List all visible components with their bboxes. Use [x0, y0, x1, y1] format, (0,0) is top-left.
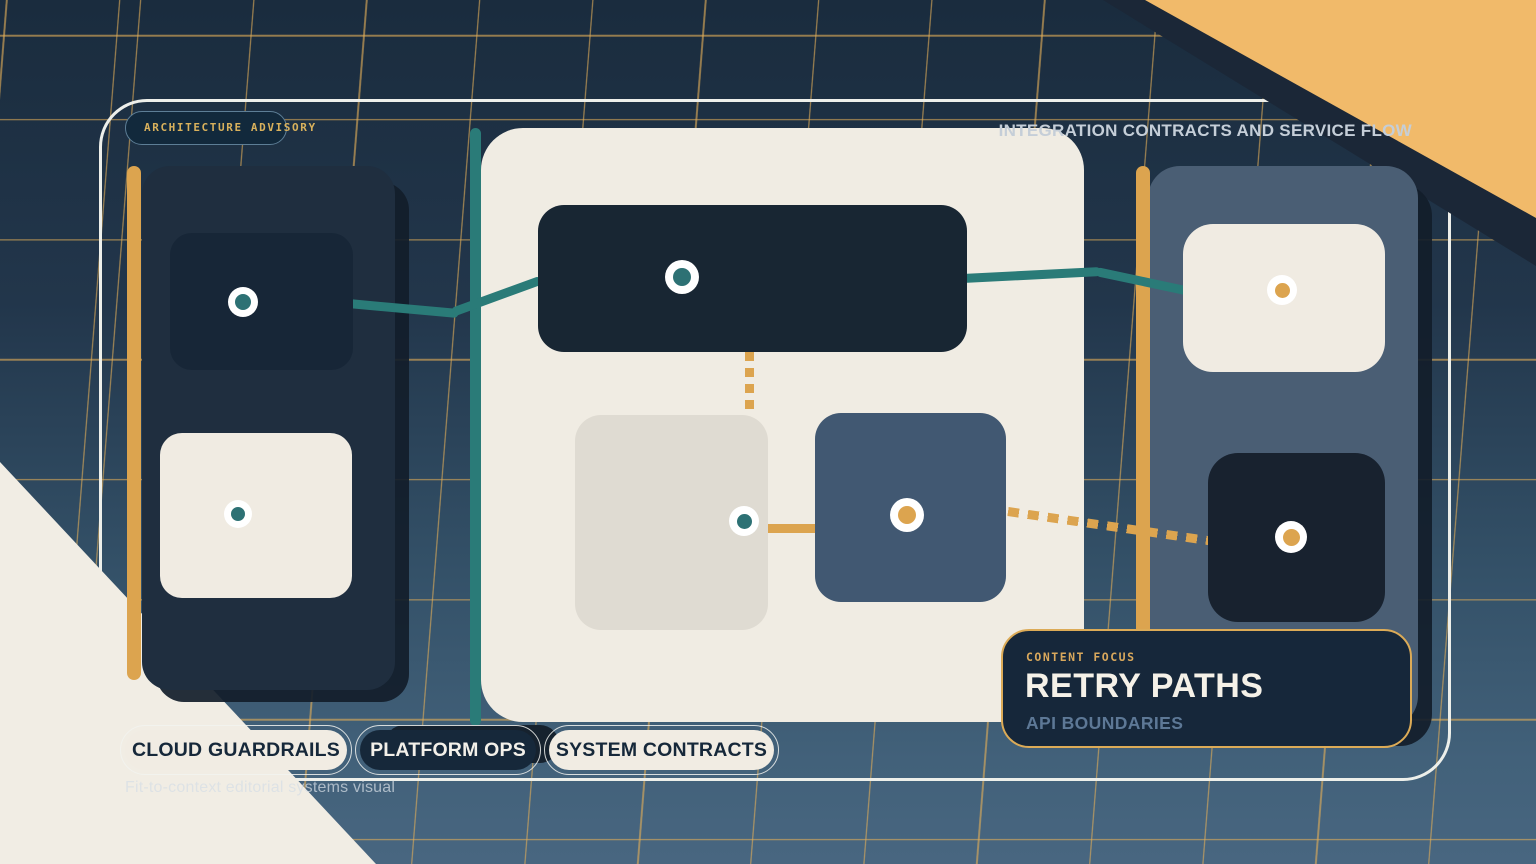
- teal-node-center-box: [665, 260, 699, 294]
- pill-system-contracts-label: SYSTEM CONTRACTS: [555, 738, 768, 761]
- pill-platform-ops[interactable]: PLATFORM OPS: [355, 725, 541, 775]
- teal-node-left-cream-card: [224, 500, 252, 528]
- teal-node-gray-square: [729, 506, 759, 536]
- teal-node-left-dark-card: [228, 287, 258, 317]
- right-panel-accent-bar: [1136, 166, 1150, 728]
- orange-node-right-navy-card: [1275, 521, 1307, 553]
- orange-solid-connector: [760, 524, 817, 533]
- focus-title: RETRY PATHS: [1025, 667, 1264, 705]
- center-navy-box: [538, 205, 967, 352]
- badge-label: ARCHITECTURE ADVISORY: [144, 121, 317, 134]
- pill-cloud-guardrails-label: CLOUD GUARDRAILS: [132, 738, 340, 761]
- orange-dashed-vertical-connector: [745, 352, 754, 412]
- orange-node-right-cream-card: [1267, 275, 1297, 305]
- pill-system-contracts[interactable]: SYSTEM CONTRACTS: [544, 725, 779, 775]
- architecture-advisory-badge: ARCHITECTURE ADVISORY: [125, 111, 315, 145]
- pill-platform-ops-label: PLATFORM OPS: [370, 738, 526, 761]
- left-panel-dark-card: [170, 233, 353, 370]
- content-focus-card: CONTENT FOCUS RETRY PATHS API BOUNDARIES: [1001, 629, 1412, 748]
- footer-caption: Fit-to-context editorial systems visual: [125, 779, 396, 796]
- center-panel-teal-rail: [470, 128, 481, 726]
- left-panel-cream-card: [160, 433, 352, 598]
- pill-cloud-guardrails[interactable]: CLOUD GUARDRAILS: [120, 725, 352, 775]
- page-title: INTEGRATION CONTRACTS AND SERVICE FLOW: [998, 121, 1412, 140]
- outer-frame: [99, 99, 1451, 781]
- orange-node-slate-square: [890, 498, 924, 532]
- focus-eyebrow: CONTENT FOCUS: [1026, 650, 1136, 664]
- left-panel-accent-bar: [127, 166, 141, 680]
- focus-subtitle: API BOUNDARIES: [1026, 713, 1184, 733]
